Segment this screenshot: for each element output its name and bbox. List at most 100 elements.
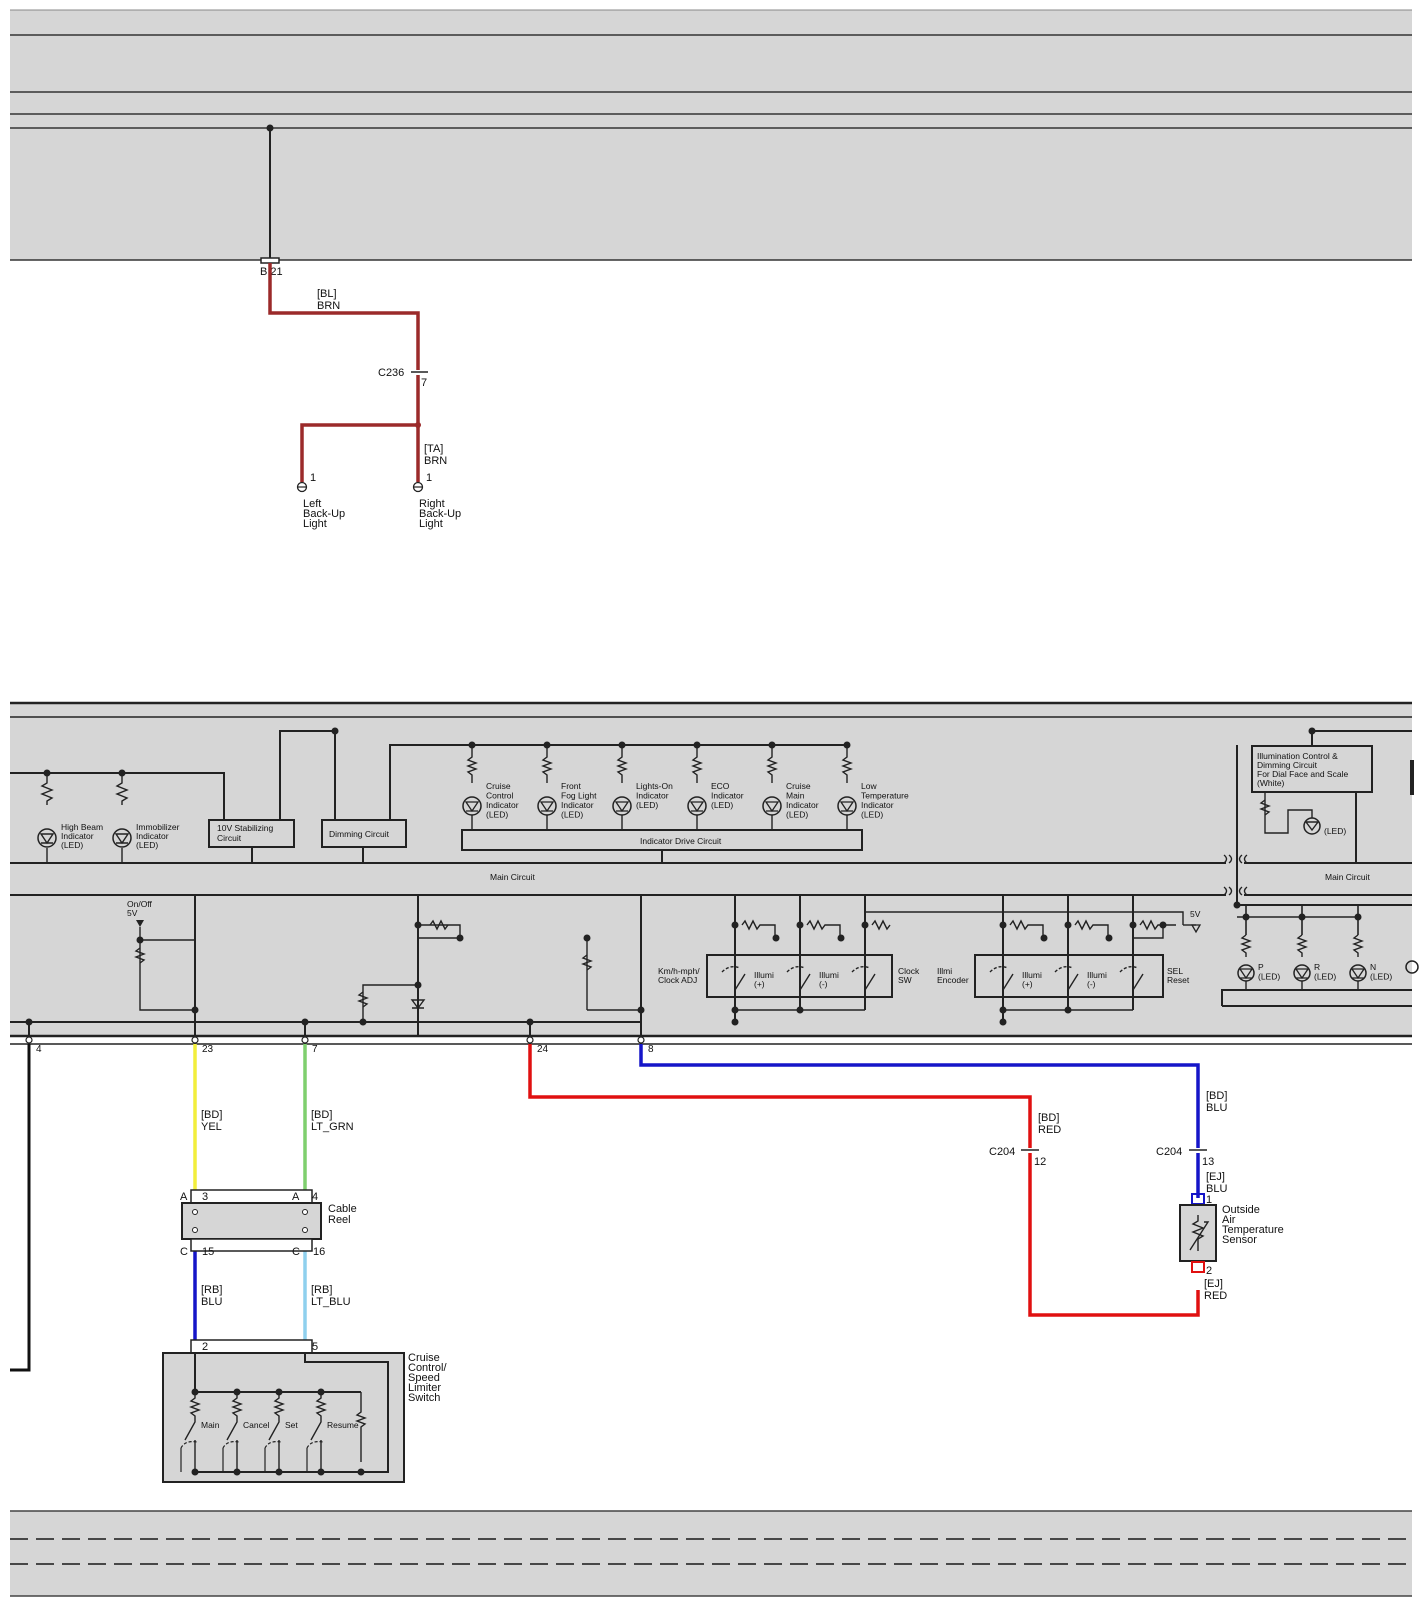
indicator-led-1-label: Cruise [486,781,511,791]
high-beam-label-2: Indicator [61,831,94,841]
indicator-led-6-label: (LED) [861,810,883,820]
cruise-label-5: Switch [408,1392,440,1404]
illum-led-label: (LED) [1324,826,1346,836]
immobilizer-label-2: Indicator [136,831,169,841]
rb-ltblu-color: LT_BLU [311,1296,351,1308]
gear-leds: P(LED)R(LED)N(LED) [1237,905,1392,990]
indicator-led-4-label: ECO [711,781,730,791]
on-off-label-1: On/Off [127,899,153,909]
yel-color: YEL [201,1121,222,1133]
illumi2-minus-1: Illumi [1087,970,1107,980]
sensor-label-4: Sensor [1222,1234,1257,1246]
illmi-encoder-2: Encoder [937,975,969,985]
red-color: RED [1038,1124,1061,1136]
reel-pin-15: 15 [202,1246,214,1258]
right-light-pin: 1 [426,472,432,484]
indicator-led-5-label: Cruise [786,781,811,791]
harness-pin-label: 4 [36,1044,42,1055]
right-light-label-3: Light [419,518,443,530]
stabilizing-label-2: Circuit [217,833,242,843]
bottom-panel [10,1510,1412,1597]
c204-blu-label: C204 [1156,1146,1182,1158]
gear-led-2-label: R [1314,962,1320,972]
left-indicator-bus [10,769,225,863]
reel-pin-c1: C [180,1246,188,1258]
sensor-pin-top: 1 [1206,1194,1212,1206]
right-backup-light: 1 Right Back-Up Light [412,472,461,530]
sensor-label-3: Temperature [1222,1224,1284,1236]
cruise-button-cancel: Cancel [222,1388,270,1476]
illum-label-3: For Dial Face and Scale [1257,769,1348,779]
sensor-pin-bottom: 2 [1206,1265,1212,1277]
indicator-drive-label: Indicator Drive Circuit [640,836,722,846]
indicator-led-1-label: (LED) [486,810,508,820]
ej-red-code: [EJ] [1204,1278,1223,1290]
reel-label-2: Reel [328,1214,351,1226]
kmh-label-1: Km/h-mph/ [658,966,700,976]
on-off-label-2: 5V [127,908,138,918]
immobilizer-indicator: Immobilizer Indicator (LED) [112,822,180,850]
main-circuit-right-label: Main Circuit [1325,872,1371,882]
indicator-led-3-label: (LED) [636,800,658,810]
indicator-led-5-label: (LED) [786,810,808,820]
indicator-led-2-label: Indicator [561,800,594,810]
illumi-minus-2: (-) [819,979,828,989]
indicator-led-2-label: Front [561,781,581,791]
indicator-led-6-label: Indicator [861,800,894,810]
c236-label: C236 [378,367,404,379]
cruise-label-3: Speed [408,1372,440,1384]
harness-pin-4: 4 [25,1036,42,1055]
wire-ta-code: [TA] [424,443,443,455]
gear-led-1-label: (LED) [1258,972,1280,982]
left-light-pin: 1 [310,472,316,484]
indicator-led-2-label: (LED) [561,810,583,820]
left-light-label-2: Back-Up [303,508,345,520]
cruise-label-1: Cruise [408,1352,440,1364]
left-light-label-1: Left [303,498,321,510]
left-backup-light: 1 Left Back-Up Light [296,472,345,530]
gauge-panel [10,701,1412,1045]
ej-blu-code: [EJ] [1206,1171,1225,1183]
illumi2-plus-1: Illumi [1022,970,1042,980]
stabilizing-label-1: 10V Stabilizing [217,823,274,833]
illum-label-4: (White) [1257,778,1285,788]
reel-pin-3: 3 [202,1191,208,1203]
right-light-label-1: Right [419,498,445,510]
stabilizing-circuit: 10V Stabilizing Circuit [208,730,335,863]
harness-pin-label: 23 [202,1044,214,1055]
kmh-label-2: Clock ADJ [658,975,697,985]
clock-sw-1: Clock [898,966,920,976]
ltgrn-code: [BD] [311,1109,332,1121]
reel-pin-16: 16 [313,1246,325,1258]
cruise-button-label: Main [201,1420,220,1430]
c236-pin: 7 [421,377,427,389]
gear-led-1-label: P [1258,962,1264,972]
indicator-led-5-label: Main [786,791,805,801]
high-beam-indicator: High Beam Indicator (LED) [37,822,103,850]
indicator-led-4-label: (LED) [711,800,733,810]
sel-reset-1: SEL [1167,966,1183,976]
illumi-minus-1: Illumi [819,970,839,980]
clock-sw-2: SW [898,975,912,985]
indicator-led-6-label: Temperature [861,791,909,801]
indicator-led-2-label: Fog Light [561,791,597,801]
ltgrn-color: LT_GRN [311,1121,354,1133]
gear-led-3-label: (LED) [1370,972,1392,982]
c204-blu-pin: 13 [1202,1156,1214,1168]
ej-blu-color: BLU [1206,1183,1227,1195]
right-light-label-2: Back-Up [419,508,461,520]
immobilizer-label-1: Immobilizer [136,822,180,832]
indicator-led-5-label: Indicator [786,800,819,810]
cruise-button-set: Set [264,1388,298,1476]
wire-bl-code: [BL] [317,288,337,300]
reel-pin-a1: A [180,1191,188,1203]
cruise-button-label: Cancel [243,1420,270,1430]
blu-code: [BD] [1206,1090,1227,1102]
cruise-label-4: Limiter [408,1382,441,1394]
cruise-label-2: Control/ [408,1362,447,1374]
